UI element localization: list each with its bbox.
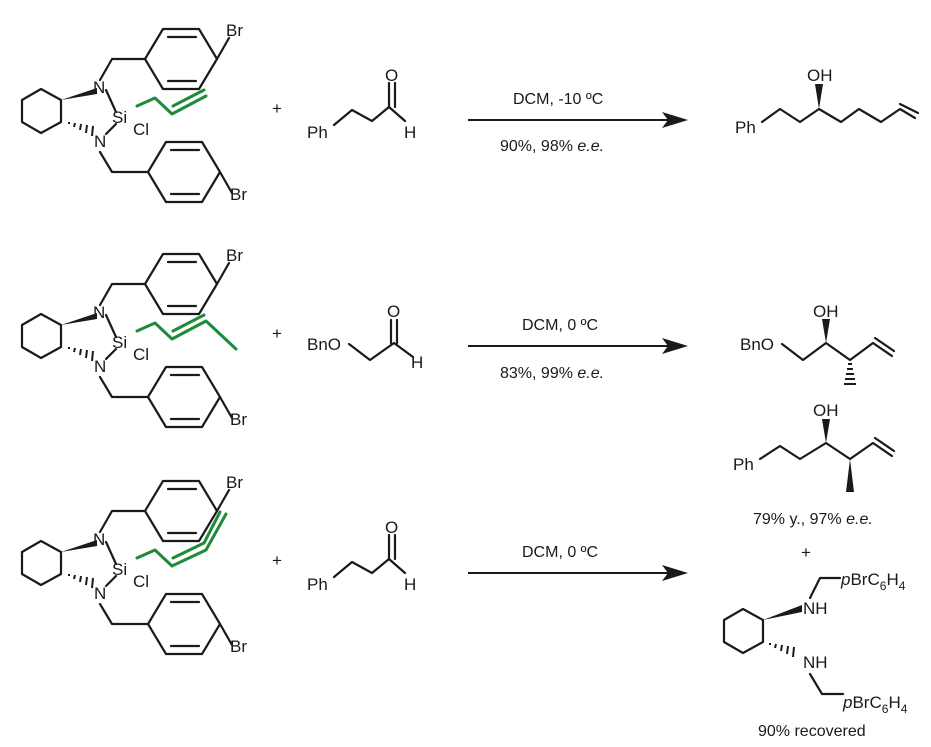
plus-sign: + <box>801 543 811 562</box>
condition-label-2: DCM, 0 ºC <box>522 317 598 334</box>
phenyl-label: Ph <box>735 118 756 137</box>
reaction-arrow-2 <box>468 338 688 354</box>
bromo-label: Br <box>226 21 243 40</box>
row-2: N N Si Cl Br Br + BnO O H <box>20 246 896 429</box>
chloro-label: Cl <box>133 572 149 591</box>
product-2: BnO OH <box>740 302 896 385</box>
plus-sign: + <box>272 99 282 118</box>
nitrogen-label: N <box>93 303 105 322</box>
nitrogen-label: N <box>93 78 105 97</box>
yield-label-2: 83%, 99% e.e. <box>500 365 604 382</box>
product-yield-label: 79% y., 97% e.e. <box>753 511 873 528</box>
bromo-label: Br <box>226 473 243 492</box>
amine-label: NH <box>803 653 828 672</box>
nitrogen-label: N <box>94 584 106 603</box>
aldehyde-reagent-1: Ph O H <box>307 66 416 142</box>
benzyloxy-label: BnO <box>307 335 341 354</box>
product-3: Ph OH <box>733 401 896 492</box>
aryl-substituent-label: pBrC6H4 <box>840 570 906 593</box>
nitrogen-label: N <box>94 357 106 376</box>
row-3: N N Si Cl Br Br + Ph O H <box>20 401 908 740</box>
amine-label: NH <box>803 599 828 618</box>
silicon-label: Si <box>112 333 127 352</box>
bromo-label: Br <box>230 185 247 204</box>
oxygen-label: O <box>385 66 398 85</box>
condition-label-3: DCM, 0 ºC <box>522 544 598 561</box>
chloro-label: Cl <box>133 120 149 139</box>
bromo-label: Br <box>230 410 247 429</box>
bromo-label: Br <box>230 637 247 656</box>
nitrogen-label: N <box>93 530 105 549</box>
hydroxyl-label: OH <box>813 401 839 420</box>
chloro-label: Cl <box>133 345 149 364</box>
reaction-arrow-1 <box>468 112 688 128</box>
silicon-label: Si <box>112 560 127 579</box>
aryl-substituent-label: pBrC6H4 <box>842 693 908 716</box>
plus-sign: + <box>272 551 282 570</box>
silicon-label: Si <box>112 108 127 127</box>
crotylsilane-reagent-z: N N Si Cl Br Br <box>20 473 247 656</box>
allylsilane-reagent-1: N N Si Cl Br Br <box>20 21 247 204</box>
recovered-label: 90% recovered <box>758 723 866 740</box>
hydrogen-label: H <box>411 353 423 372</box>
aldehyde-reagent-2: BnO O H <box>307 302 423 372</box>
hydroxyl-label: OH <box>807 66 833 85</box>
product-1: Ph OH <box>735 66 920 137</box>
nitrogen-label: N <box>94 132 106 151</box>
aldehyde-reagent-3: Ph O H <box>307 518 416 594</box>
hydrogen-label: H <box>404 575 416 594</box>
phenyl-label: Ph <box>307 575 328 594</box>
hydrogen-label: H <box>404 123 416 142</box>
reaction-arrow-3 <box>468 565 688 581</box>
condition-label-1: DCM, -10 ºC <box>513 91 603 108</box>
phenyl-label: Ph <box>307 123 328 142</box>
crotylsilane-reagent-e: N N Si Cl Br Br <box>20 246 247 429</box>
yield-label-1: 90%, 98% e.e. <box>500 138 604 155</box>
bromo-label: Br <box>226 246 243 265</box>
hydroxyl-label: OH <box>813 302 839 321</box>
recovered-diamine: NH NH pBrC6H4 pBrC6H4 <box>722 570 908 716</box>
oxygen-label: O <box>387 302 400 321</box>
row-1: N N Si Cl Br Br + Ph O H <box>20 21 920 204</box>
plus-sign: + <box>272 324 282 343</box>
phenyl-label: Ph <box>733 455 754 474</box>
benzyloxy-label: BnO <box>740 335 774 354</box>
oxygen-label: O <box>385 518 398 537</box>
